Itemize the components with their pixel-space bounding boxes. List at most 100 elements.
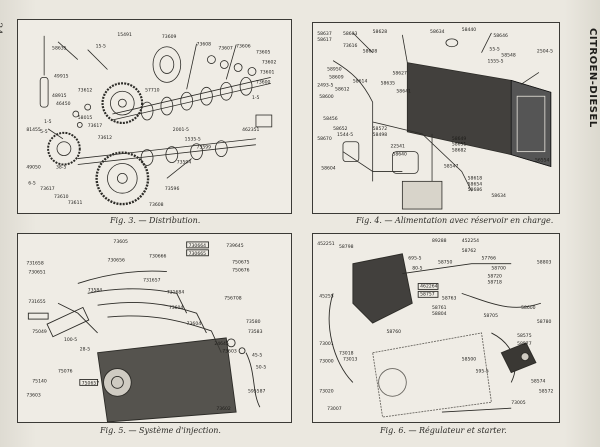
fig6-label: 58700 [491,266,506,272]
fig3-label: 15491 [117,32,132,38]
fig4-label: 58634 [491,193,506,199]
fig5-label: 731684 [167,289,184,295]
figure-3-callouts: 58635 15-5 15491 73609 73608 73607 73606… [26,32,276,208]
fig6-label: 58500 [462,357,477,363]
figure-6-panel: 452251 58798 452254 89288 695-5 80-5 587… [312,233,560,423]
fig5-label: 73584 [88,287,103,293]
fig6-label: 89288 [432,238,447,244]
fig6-label: 80-5 [412,266,422,272]
page-number: 34 [0,22,3,35]
fig5-label: 73580 [246,319,261,325]
fig3-label: 73601 [260,69,275,75]
fig6-label: 58575 [517,333,532,339]
fig3-label: 38-5 [56,164,66,170]
fig3-label: 73612 [98,135,113,141]
fig4-label: 58651 [452,142,467,148]
fig4-label: 58654 [468,181,483,187]
fig5-label: 750675 [232,260,249,266]
fig4-label: 58617 [317,37,332,43]
fig5-label: 731658 [26,261,43,267]
figure-5-caption: Fig. 5. — Système d'injection. [100,426,221,435]
fig3-label: 1-5 [252,95,260,101]
fig3-label: 73612 [78,87,93,93]
fig6-label: 73000 [319,359,334,365]
fig5-label: 28-5 [80,347,90,353]
figure-4-callouts: 58637 58617 58603 58628 58440 58634 5864… [317,27,553,199]
fig5-label: 750657 [82,380,99,386]
fig3-label: 58015 [78,115,93,121]
fig6-label: 452251 [317,241,334,247]
fig4-label: 58618 [468,175,483,181]
fig3-label: 46450 [56,101,71,107]
fig6-label: 58718 [487,279,502,285]
fig5-label: 100-5 [64,337,77,343]
fig4-label: 58604 [321,165,336,171]
figure-5-callouts: 73605 730664 730665 730666 739645 731658… [26,239,266,412]
fig6-label: 58761 [432,305,447,311]
fig6-label: 58600 [521,305,536,311]
figure-6-caption: Fig. 6. — Régulateur et starter. [380,426,507,435]
fig6-label: 58574 [531,378,546,384]
fig4-label: 58641 [396,88,411,94]
fig4-label: 58640 [392,152,407,158]
fig4-label: 58646 [493,33,508,39]
fig4-label: 58635 [381,80,396,86]
fig6-label: 58803 [537,260,552,266]
fig4-label: 58950 [327,67,342,73]
fig4-label: 58627 [392,70,407,76]
fig4-label: 58649 [452,136,467,142]
fig6-label: 73001 [319,341,334,347]
figure-4-diagram: 58637 58617 58603 58628 58440 58634 5864… [317,27,553,210]
figure-4-panel: 58637 58617 58603 58628 58440 58634 5864… [312,22,560,214]
fig3-label: 462351 [242,127,259,133]
fig3-label: 49915 [54,73,69,79]
fig6-label: 595-5 [476,369,489,375]
fig3-label: 2001-5 [173,127,189,133]
fig4-label: 58572 [373,126,388,132]
fig6-label: 73005 [511,400,526,406]
figure-4-caption: Fig. 4. — Alimentation avec réservoir en… [356,216,554,225]
fig4-label: 58637 [317,31,332,37]
fig3-label: 73610 [54,194,69,200]
fig3-label: 58635 [52,46,67,52]
fig5-label: 73604 [187,321,202,327]
fig3-label: 15-5 [96,44,106,50]
fig3-label: 57710 [145,87,160,93]
fig4-label: 58614 [353,78,368,84]
fig5-label: 730651 [28,270,45,276]
fig3-label: 73600 [256,79,271,85]
fig3-label: 73605 [256,50,271,56]
fig5-label: 730666 [149,254,166,260]
fig5-label: 756708 [224,295,241,301]
fig3-label: 73617 [40,186,55,192]
fig3-label: 73594 [177,160,192,166]
fig5-label: 45-5 [252,353,262,359]
fig3-label: 49050 [26,164,41,170]
fig6-label: 73020 [319,388,334,394]
fig6-label: 73007 [327,406,342,412]
fig3-label: 6-5 [28,180,36,186]
fig6-label: 695-5 [408,256,421,262]
figure-5-diagram: 73605 730664 730665 730666 739645 731658… [26,239,266,422]
fig3-label: 73609 [162,34,177,40]
fig5-label: 73603 [26,392,41,398]
fig5-label: 73603 [222,349,237,355]
fig6-label: 58798 [339,244,354,250]
fig6-label: 58780 [537,319,552,325]
figure-5-panel: 73605 730664 730665 730666 739645 731658… [17,233,292,423]
fig6-label: 58804 [432,311,447,317]
fig4-label: 58609 [329,74,344,80]
fig4-label: 2493-5 [317,82,333,88]
fig3-label: 5-5 [40,129,48,135]
fig3-label: 73611 [68,200,83,206]
fig4-label: 58498 [373,132,388,138]
fig4-label: 58682 [452,148,467,154]
fig3-label: 73608 [149,202,164,208]
fig3-label: 48915 [52,93,67,99]
fig6-label: 58757 [420,291,435,297]
fig5-label: 739645 [226,243,243,249]
fig6-label: 57766 [482,256,497,262]
figure-6-diagram: 452251 58798 452254 89288 695-5 80-5 587… [317,238,553,418]
fig4-label: 55-5 [489,47,499,53]
